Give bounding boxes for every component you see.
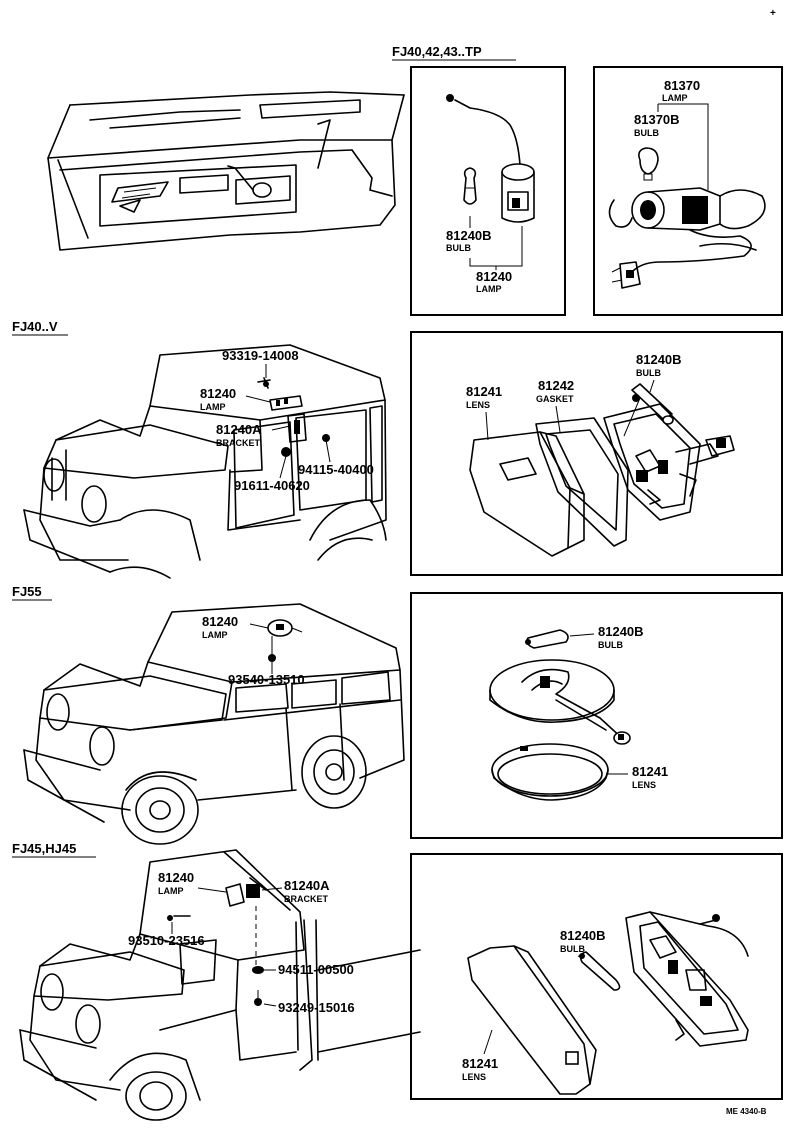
label-81241-fj45-sub: LENS [462, 1072, 486, 1082]
section-fj45: FJ45,HJ45 [12, 841, 783, 1121]
label-93540-13510: 93540-13510 [228, 672, 305, 687]
fj55-vehicle [23, 603, 405, 845]
label-81240b-fj40v-sub: BULB [636, 368, 661, 378]
label-91611-40620: 91611-40620 [234, 478, 310, 493]
label-81240b-fj45: 81240B [560, 928, 606, 943]
panel-fj45-lamp [410, 853, 783, 1100]
section-title-fj45: FJ45,HJ45 [12, 841, 76, 856]
fj40v-vehicle [23, 344, 387, 579]
label-81240a-fj40v-sub: BRACKET [216, 438, 261, 448]
label-81241-fj40v: 81241 [466, 384, 502, 399]
tp-lamp-assembly [446, 94, 535, 223]
label-93249-15016: 93249-15016 [278, 1000, 355, 1015]
label-93510-23516: 93510-23516 [128, 933, 205, 948]
fj55-lamp-exploded [489, 629, 631, 801]
label-93319-14008: 93319-14008 [222, 348, 299, 363]
label-81240-fj55: 81240 [202, 614, 238, 629]
label-81240a-fj45-sub: BRACKET [284, 894, 329, 904]
section-fj40v: FJ40..V [12, 319, 783, 579]
label-81240-fj40v-sub: LAMP [200, 402, 226, 412]
label-81240b-tp-sub: BULB [446, 243, 471, 253]
label-94115-40400: 94115-40400 [298, 462, 374, 477]
fj45-vehicle [19, 849, 421, 1121]
label-81370: 81370 [664, 78, 700, 93]
label-81240-tp: 81240 [476, 269, 512, 284]
label-81241-fj45: 81241 [462, 1056, 498, 1071]
label-81370b: 81370B [634, 112, 680, 127]
label-81241-fj55-sub: LENS [632, 780, 656, 790]
label-81240-tp-sub: LAMP [476, 284, 502, 294]
drawing-code: ME 4340-B [726, 1107, 767, 1116]
label-81241-fj40v-sub: LENS [466, 400, 490, 410]
label-81370b-sub: BULB [634, 128, 659, 138]
section-title-tp: FJ40,42,43..TP [392, 44, 482, 59]
fj40v-lamp-exploded [469, 383, 735, 557]
svg-text:+: + [770, 8, 776, 19]
label-94511-00500: 94511-00500 [278, 962, 354, 977]
panel-fj55-lamp [410, 592, 783, 839]
panel-tp-lamp [410, 66, 566, 316]
label-81240b-fj55-sub: BULB [598, 640, 623, 650]
label-81240-fj40v: 81240 [200, 386, 236, 401]
label-81242-sub: GASKET [536, 394, 574, 404]
section-title-fj40v: FJ40..V [12, 319, 58, 334]
label-81240b-fj55: 81240B [598, 624, 644, 639]
label-81241-fj55: 81241 [632, 764, 668, 779]
panel-tp-lamp-81370 [593, 66, 783, 316]
label-81240b-fj45-sub: BULB [560, 944, 585, 954]
label-81242: 81242 [538, 378, 574, 393]
lamp-81370-assembly [608, 147, 766, 289]
label-81370-sub: LAMP [662, 93, 688, 103]
label-81240b-fj40v: 81240B [636, 352, 682, 367]
label-81240b-tp: 81240B [446, 228, 492, 243]
label-81240-fj55-sub: LAMP [202, 630, 228, 640]
rear-body-illustration [47, 91, 405, 251]
label-81240a-fj40v: 81240A [216, 422, 262, 437]
panel-fj40v-lamp [410, 331, 783, 576]
section-tp: FJ40,42,43..TP [47, 8, 783, 316]
label-81240-fj45: 81240 [158, 870, 194, 885]
section-title-fj55: FJ55 [12, 584, 42, 599]
label-81240a-fj45: 81240A [284, 878, 330, 893]
section-fj55: FJ55 [12, 584, 783, 845]
label-81240-fj45-sub: LAMP [158, 886, 184, 896]
fj45-lamp-exploded [467, 911, 749, 1095]
